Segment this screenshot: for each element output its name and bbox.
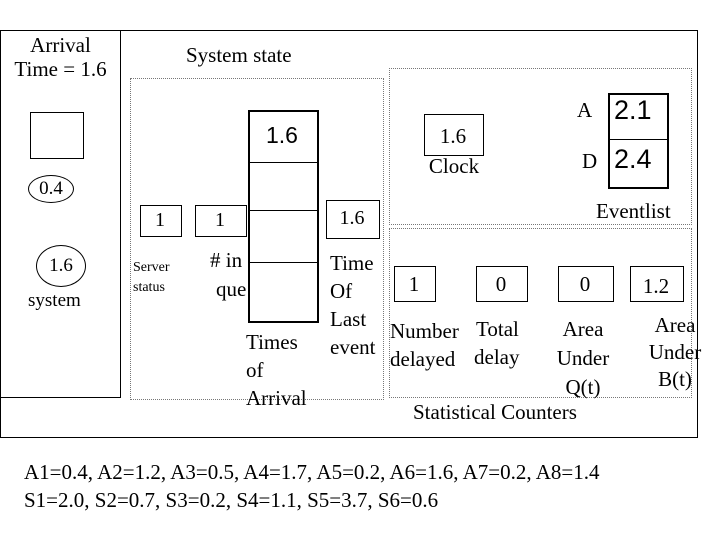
num-delayed-label: Number delayed — [390, 319, 459, 371]
eventlist-box — [608, 93, 669, 189]
system-state-title: System state — [186, 43, 292, 67]
num-delayed-box — [394, 266, 436, 302]
server-status-value: 1 — [155, 209, 165, 231]
last-event-box — [326, 200, 380, 239]
eventlist-a-label: A — [577, 98, 593, 122]
arrival-oval: 0.4 — [28, 175, 74, 203]
counters-region — [389, 228, 692, 398]
queue-count-box — [195, 205, 247, 237]
clock-label: Clock — [428, 154, 480, 178]
queue-slot-divider — [250, 210, 317, 211]
area-q-value: 0 — [579, 272, 591, 296]
server-status-label: Server status — [133, 260, 170, 295]
queue-slot-divider — [250, 162, 317, 163]
eventlist-divider — [610, 139, 667, 140]
total-delay-value: 0 — [495, 272, 507, 296]
area-q-box — [558, 266, 614, 302]
last-event-value: 1.6 — [339, 207, 365, 229]
queue-top-value: 1.6 — [266, 122, 298, 148]
current-time-oval: 1.6 — [36, 245, 86, 287]
clock-value: 1.6 — [439, 124, 467, 148]
arrival-time-box — [0, 30, 121, 398]
area-q-label: Area Under Q(t) — [556, 317, 610, 399]
eventlist-d-label: D — [582, 149, 598, 173]
area-b-box — [630, 266, 684, 302]
queue-slot-divider — [250, 262, 317, 263]
last-event-label: Time Of Last event — [330, 251, 376, 359]
area-b-value: 1.2 — [642, 274, 670, 298]
total-delay-box — [476, 266, 528, 302]
current-time-label: system — [28, 290, 81, 311]
empty-event-box — [30, 112, 84, 159]
arrival-times-queue — [248, 110, 319, 323]
eventlist-title: Eventlist — [596, 199, 671, 223]
arrival-time-label: Arrival Time = 1.6 — [14, 33, 107, 81]
queue-count-value: 1 — [215, 209, 225, 231]
interarrival-times: A1=0.4, A2=1.2, A3=0.5, A4=1.7, A5=0.2, … — [24, 460, 600, 484]
area-b-label: Area Under B(t) — [648, 313, 702, 391]
system-state-region — [130, 78, 384, 400]
total-delay-label: Total delay — [474, 317, 520, 369]
arrival-times-label: Times of Arrival — [246, 330, 307, 410]
service-times: S1=2.0, S2=0.7, S3=0.2, S4=1.1, S5=3.7, … — [24, 488, 439, 512]
eventlist-a-value: 2.1 — [614, 95, 652, 125]
clock-box — [424, 114, 484, 156]
statistical-counters-title: Statistical Counters — [413, 400, 577, 424]
num-delayed-value: 1 — [408, 272, 420, 296]
server-status-box — [140, 205, 182, 237]
eventlist-d-value: 2.4 — [614, 144, 652, 174]
eventlist-region — [389, 68, 692, 225]
queue-count-label: # in que — [210, 248, 247, 301]
